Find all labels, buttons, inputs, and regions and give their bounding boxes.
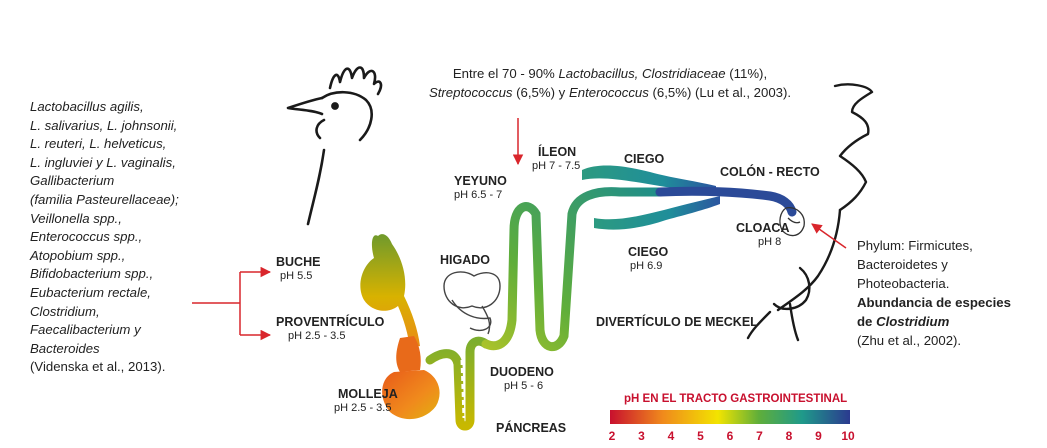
legend-tick-label: 6 — [727, 429, 734, 443]
rooster-head-outline — [286, 66, 383, 226]
label-yeyuno: YEYUNO — [454, 174, 507, 188]
label-pancreas: PÁNCREAS — [496, 420, 566, 435]
bacteria-list-line: Faecalibacterium y — [30, 322, 141, 338]
organ-labels: BUCHE pH 5.5 PROVENTRÍCULO pH 2.5 - 3.5 … — [276, 144, 820, 435]
bacteria-list-line: Bifidobacterium spp., — [30, 266, 154, 282]
label-ciego-inferior: CIEGO — [628, 245, 669, 259]
bacteria-list-line: (familia Pasteurellaceae); — [30, 191, 179, 207]
legend-tick-label: 10 — [841, 429, 855, 443]
label-buche: BUCHE — [276, 255, 320, 269]
legend-tick-label: 3 — [638, 429, 645, 443]
bacteria-list-line: (Videnska et al., 2013). — [30, 359, 166, 375]
ph-molleja: pH 2.5 - 3.5 — [334, 402, 391, 414]
top-note-genus: Lactobacillus, Clostridiaceae — [558, 66, 726, 81]
bacteria-list: Lactobacillus agilis, L. salivarius, L. j… — [30, 98, 230, 377]
top-note-genus: Enterococcus — [568, 85, 649, 100]
bacteria-list-line: Veillonella spp., — [30, 210, 122, 226]
top-note: Entre el 70 - 90% Lactobacillus, Clostri… — [380, 64, 840, 102]
bacteria-list-line: Bacteroides — [30, 340, 100, 356]
label-meckel: DIVERTÍCULO DE MECKEL — [596, 314, 758, 329]
bacteria-list-line: Atopobium spp., — [30, 247, 126, 263]
top-note-text: (6,5%) y — [512, 85, 569, 100]
ph-duodeno: pH 5 - 6 — [504, 380, 543, 392]
right-note-highlight: Abundancia de especies — [857, 295, 1011, 310]
ph-ciego-inferior: pH 6.9 — [630, 260, 662, 272]
cloaca-outline — [779, 207, 805, 237]
rooster-body-outline — [746, 83, 874, 342]
bacteria-list-line: Eubacterium rectale, — [30, 284, 151, 300]
right-note-highlight: de — [857, 314, 877, 329]
pancreas-organ — [460, 359, 466, 419]
right-note-line: Photeobacteria. — [857, 276, 950, 291]
legend-tick-label: 7 — [756, 429, 763, 443]
legend-ticks: 2 3 4 5 6 7 8 9 10 — [609, 429, 855, 443]
bacteria-list-line: Lactobacillus agilis, — [30, 99, 144, 114]
bacteria-list-line: L. reuteri, L. helveticus, — [30, 136, 167, 152]
bacteria-list-line: L. ingluviei y L. vaginalis, — [30, 154, 176, 170]
ph-ileon: pH 7 - 7.5 — [532, 160, 580, 172]
ph-legend: pH EN EL TRACTO GASTROINTESTINAL 2 3 4 5 6 7 8… — [609, 393, 855, 443]
bacteria-list-line: L. salivarius, L. johnsonii, — [30, 117, 178, 133]
liver-outline — [443, 271, 501, 335]
legend-color-bar — [610, 410, 850, 424]
jejunum-loop — [481, 187, 665, 351]
label-cloaca: CLOACA — [736, 221, 789, 235]
ph-cloaca: pH 8 — [758, 236, 781, 248]
right-note: Phylum: Firmicutes, Bacteroidetes y Phot… — [857, 236, 1047, 350]
caecum-lower — [594, 196, 720, 230]
legend-tick-label: 2 — [609, 429, 616, 443]
label-ileon: ÍLEON — [538, 144, 576, 159]
legend-tick-label: 4 — [668, 429, 675, 443]
legend-tick-label: 9 — [815, 429, 822, 443]
label-higado: HIGADO — [440, 253, 490, 267]
label-duodeno: DUODENO — [490, 365, 554, 379]
label-ciego-superior: CIEGO — [624, 152, 665, 166]
top-note-genus: Streptococcus — [428, 85, 513, 100]
ph-buche: pH 5.5 — [280, 270, 312, 282]
ph-proventriculo: pH 2.5 - 3.5 — [288, 330, 345, 342]
annotation-arrows — [192, 118, 847, 341]
bacteria-list-line: Gallibacterium — [30, 173, 115, 189]
top-note-text: (6,5%) (Lu et al., 2003). — [648, 85, 792, 100]
bacteria-list-line: Clostridium, — [30, 303, 100, 319]
colon-rectum — [655, 186, 797, 217]
right-note-line: Phylum: Firmicutes, — [857, 238, 973, 253]
proventriculus-organ — [396, 336, 421, 372]
legend-tick-label: 5 — [697, 429, 704, 443]
right-note-line: (Zhu et al., 2002). — [857, 333, 962, 348]
gizzard-organ — [382, 370, 440, 420]
legend-title: pH EN EL TRACTO GASTROINTESTINAL — [624, 393, 847, 405]
right-note-genus: Clostridium — [876, 314, 950, 329]
right-note-line: Bacteroidetes y — [857, 257, 948, 272]
legend-tick-label: 8 — [786, 429, 793, 443]
label-proventriculo: PROVENTRÍCULO — [276, 314, 385, 329]
label-molleja: MOLLEJA — [338, 387, 398, 401]
crop-organ — [360, 234, 420, 348]
top-note-text: Entre el 70 - 90% — [452, 66, 559, 81]
label-colon-recto: COLÓN - RECTO — [720, 164, 820, 179]
duodenum-loop — [425, 336, 491, 431]
top-note-text: (11%), — [725, 66, 768, 81]
ph-yeyuno: pH 6.5 - 7 — [454, 189, 502, 201]
bacteria-list-line: Enterococcus spp., — [30, 229, 143, 245]
